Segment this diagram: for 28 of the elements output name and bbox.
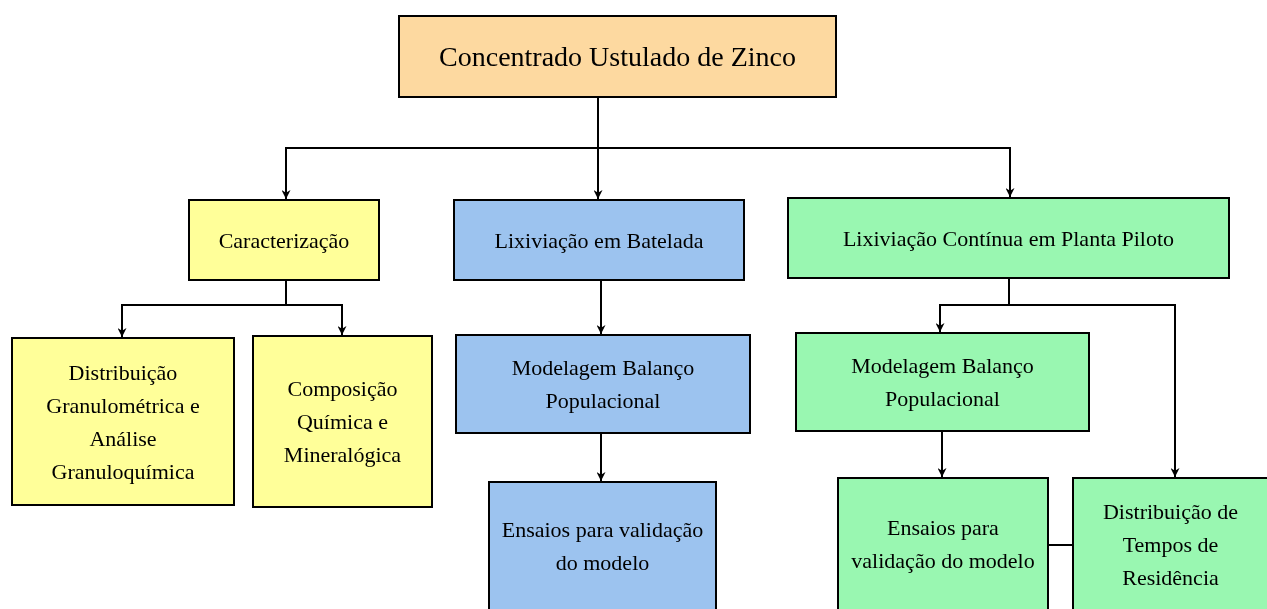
- process-box: [787, 197, 1230, 279]
- arrow: [1008, 278, 1180, 478]
- process-box: [252, 335, 433, 508]
- connector-line: [1048, 544, 1073, 546]
- node-label: Ensaios para validação do modelo: [850, 514, 1036, 575]
- arrow: [285, 280, 347, 336]
- process-box: [453, 199, 745, 281]
- node-label: Composição Química e Mineralógica: [282, 375, 403, 469]
- node-label: Distribuição Granulométrica e Análise Granuloquímica: [45, 358, 201, 486]
- node-label: Distribuição de Tempos de Residência: [1102, 497, 1239, 592]
- node-label: Ensaios para validação do modelo: [500, 516, 705, 577]
- process-box: [795, 332, 1090, 432]
- arrow: [596, 280, 606, 335]
- node-label: Lixiviação Contínua em Planta Piloto: [842, 224, 1175, 253]
- process-box: [11, 337, 235, 506]
- main-process-box: [398, 15, 837, 98]
- arrow: [937, 431, 947, 478]
- arrow: [596, 433, 606, 482]
- node-label: Caracterização: [218, 226, 350, 255]
- node-label: Modelagem Balanço Populacional: [850, 352, 1035, 413]
- process-box: [188, 199, 380, 281]
- node-label: Lixiviação em Batelada: [494, 226, 704, 255]
- process-box: [455, 334, 751, 434]
- process-box: [837, 477, 1049, 609]
- node-label: Modelagem Balanço Populacional: [510, 354, 696, 415]
- process-box: [488, 481, 717, 609]
- node-label: Concentrado Ustulado de Zinco: [439, 39, 796, 74]
- process-box: [1072, 477, 1267, 609]
